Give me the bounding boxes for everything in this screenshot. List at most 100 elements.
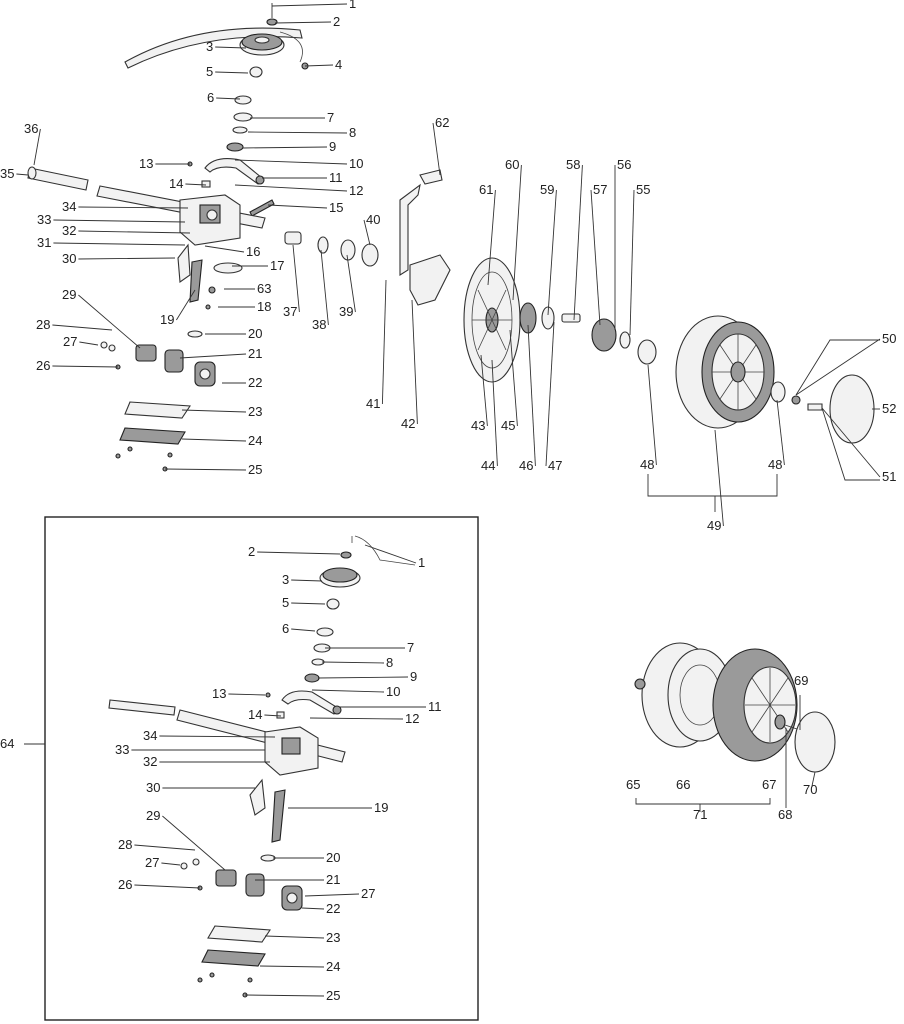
part-label-20: 20 bbox=[326, 850, 340, 865]
leader-line-12 bbox=[309, 717, 404, 720]
leader-line-59 bbox=[547, 189, 557, 316]
part-label-25: 25 bbox=[248, 462, 262, 477]
part-label-22: 22 bbox=[248, 375, 262, 390]
part-label-70: 70 bbox=[803, 782, 817, 797]
part-label-45: 45 bbox=[501, 418, 515, 433]
leader-line-48 bbox=[647, 364, 657, 466]
leader-line-34 bbox=[78, 206, 189, 209]
part-label-62: 62 bbox=[435, 115, 449, 130]
leader-line-41 bbox=[381, 279, 387, 405]
part-label-15: 15 bbox=[329, 200, 343, 215]
part-label-65: 65 bbox=[626, 777, 640, 792]
leader-line-27 bbox=[304, 893, 360, 897]
part-label-27: 27 bbox=[63, 334, 77, 349]
part-label-30: 30 bbox=[146, 780, 160, 795]
leader-line-34 bbox=[159, 735, 276, 738]
leader-line-35 bbox=[16, 173, 29, 176]
leader-line-48 bbox=[776, 399, 785, 466]
leader-line-62 bbox=[432, 122, 441, 176]
leader-line-21 bbox=[179, 353, 247, 359]
part-label-56: 56 bbox=[617, 157, 631, 172]
part-label-23: 23 bbox=[248, 404, 262, 419]
part-label-55: 55 bbox=[636, 182, 650, 197]
leader-line-46 bbox=[527, 324, 536, 467]
leader-line-27 bbox=[79, 341, 99, 346]
part-label-48: 48 bbox=[768, 457, 782, 472]
part-label-44: 44 bbox=[481, 458, 495, 473]
leader-line-23 bbox=[181, 409, 247, 413]
part-label-5: 5 bbox=[206, 64, 213, 79]
leader-line-61 bbox=[487, 189, 496, 286]
leader-line-25 bbox=[244, 994, 325, 997]
part-label-27: 27 bbox=[145, 855, 159, 870]
part-label-31: 31 bbox=[37, 235, 51, 250]
leader-line-37 bbox=[292, 244, 300, 313]
leader-line-8 bbox=[321, 661, 385, 664]
part-label-14: 14 bbox=[169, 176, 183, 191]
part-label-42: 42 bbox=[401, 416, 415, 431]
leader-line-39 bbox=[346, 254, 356, 313]
part-label-32: 32 bbox=[62, 223, 76, 238]
part-label-6: 6 bbox=[282, 621, 289, 636]
washers-stack bbox=[226, 95, 253, 152]
leader-line-6 bbox=[291, 628, 316, 632]
part-label-1: 1 bbox=[349, 0, 356, 11]
leader-line-47 bbox=[545, 321, 555, 467]
part-label-21: 21 bbox=[248, 346, 262, 361]
part-label-7: 7 bbox=[327, 110, 334, 125]
part-label-47: 47 bbox=[548, 458, 562, 473]
drive-belt-and-pulley bbox=[124, 3, 309, 78]
part-label-14: 14 bbox=[248, 707, 262, 722]
axle-spacers bbox=[284, 231, 379, 267]
part-label-10: 10 bbox=[386, 684, 400, 699]
part-label-69: 69 bbox=[794, 673, 808, 688]
leader-line-9 bbox=[317, 676, 409, 679]
part-label-8: 8 bbox=[386, 655, 393, 670]
leader-line-51 bbox=[821, 407, 881, 478]
part-label-41: 41 bbox=[366, 396, 380, 411]
leader-line-25 bbox=[164, 468, 247, 471]
part-label-3: 3 bbox=[206, 39, 213, 54]
part-label-11: 11 bbox=[428, 699, 442, 714]
part-label-16: 16 bbox=[246, 244, 260, 259]
part-label-39: 39 bbox=[339, 304, 353, 319]
part-label-34: 34 bbox=[143, 728, 157, 743]
leader-line-50 bbox=[795, 338, 881, 396]
part-label-50: 50 bbox=[882, 331, 896, 346]
part-label-1: 1 bbox=[418, 555, 425, 570]
leader-line-4 bbox=[304, 64, 334, 67]
part-label-28: 28 bbox=[36, 317, 50, 332]
leader-line-14 bbox=[185, 183, 207, 186]
part-label-40: 40 bbox=[366, 212, 380, 227]
part-label-26: 26 bbox=[118, 877, 132, 892]
part-label-68: 68 bbox=[778, 807, 792, 822]
part-label-36: 36 bbox=[24, 121, 38, 136]
part-label-10: 10 bbox=[349, 156, 363, 171]
part-label-32: 32 bbox=[143, 754, 157, 769]
clutch-parts bbox=[100, 330, 216, 472]
leader-line-42 bbox=[411, 299, 418, 425]
leader-line-60 bbox=[512, 164, 522, 301]
drive-wheel-hub bbox=[463, 257, 657, 383]
part-label-35: 35 bbox=[0, 166, 14, 181]
leader-line-30 bbox=[78, 257, 176, 260]
part-label-25: 25 bbox=[326, 988, 340, 1003]
leader-line-40 bbox=[363, 219, 371, 246]
leader-line-55 bbox=[629, 189, 635, 336]
leader-line-6 bbox=[216, 97, 241, 100]
part-label-34: 34 bbox=[62, 199, 76, 214]
leader-line-2 bbox=[257, 551, 341, 555]
leader-line-2 bbox=[274, 21, 332, 24]
part-label-17: 17 bbox=[270, 258, 284, 273]
leader-line-26 bbox=[52, 365, 119, 368]
part-label-57: 57 bbox=[593, 182, 607, 197]
leader-line-3 bbox=[291, 579, 323, 582]
part-label-6: 6 bbox=[207, 90, 214, 105]
axle-and-gearbox bbox=[27, 166, 266, 310]
part-label-71: 71 bbox=[693, 807, 707, 822]
leader-line-44 bbox=[491, 359, 498, 467]
leader-line-23 bbox=[264, 935, 325, 939]
part-label-21: 21 bbox=[326, 872, 340, 887]
